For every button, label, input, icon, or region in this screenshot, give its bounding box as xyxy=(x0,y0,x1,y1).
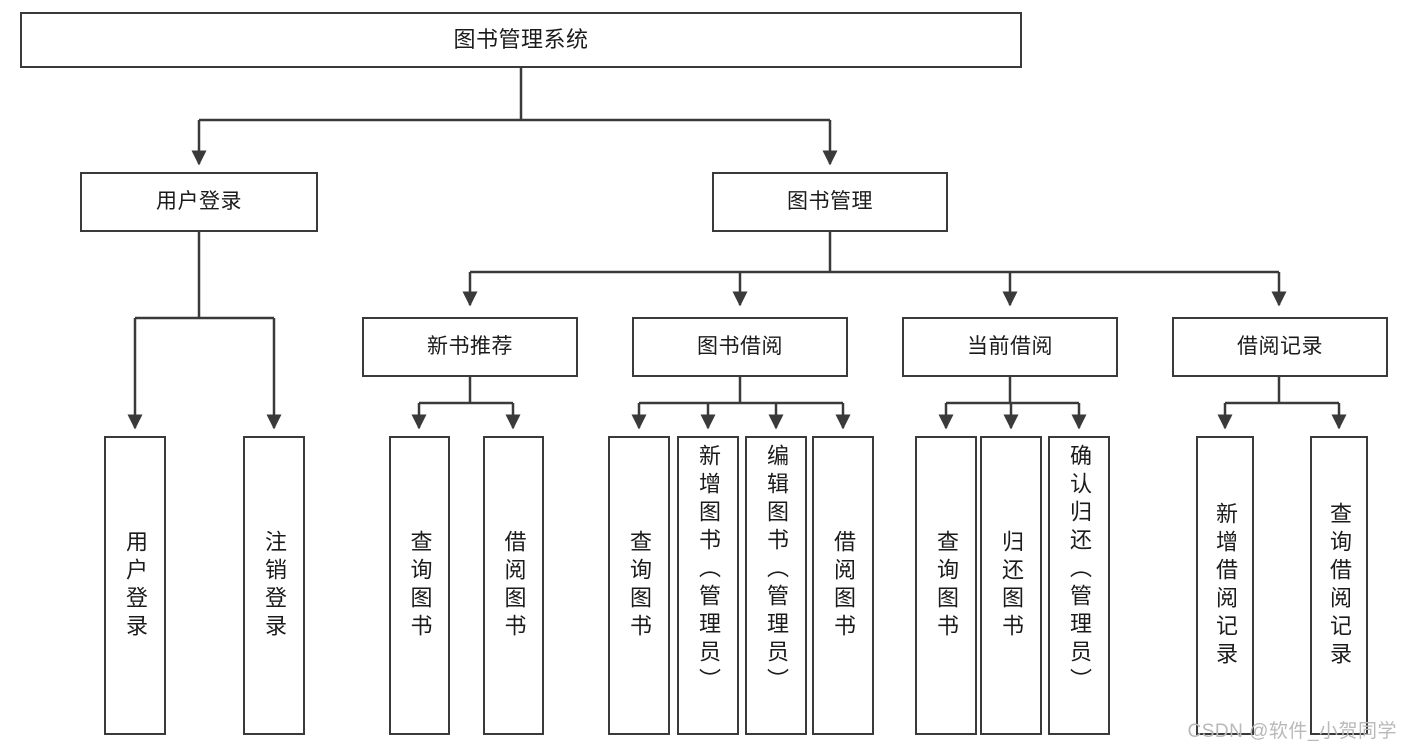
node-label: 图书借阅 xyxy=(697,334,783,358)
node-label: 用户登录 xyxy=(123,529,148,642)
node-leaf-return-book[interactable]: 归还图书 xyxy=(980,436,1042,735)
node-leaf-edit-book[interactable]: 编辑图书（管理员） xyxy=(745,436,807,735)
node-leaf-query-book-2[interactable]: 查询图书 xyxy=(608,436,670,735)
node-leaf-logout-login[interactable]: 注销登录 xyxy=(243,436,305,735)
node-leaf-confirm-return[interactable]: 确认归还（管理员） xyxy=(1048,436,1110,735)
node-label: 当前借阅 xyxy=(967,334,1053,358)
node-leaf-borrow-book-1[interactable]: 借阅图书 xyxy=(483,436,544,735)
node-label: 查询借阅记录 xyxy=(1327,501,1352,670)
node-book-management-system[interactable]: 图书管理系统 xyxy=(20,12,1022,68)
node-label: 借阅记录 xyxy=(1237,334,1323,358)
node-leaf-add-book[interactable]: 新增图书（管理员） xyxy=(677,436,739,735)
node-label: 查询图书 xyxy=(934,529,959,642)
node-label: 新增图书（管理员） xyxy=(696,444,721,696)
node-leaf-borrow-book-2[interactable]: 借阅图书 xyxy=(812,436,874,735)
node-label: 借阅图书 xyxy=(831,529,856,642)
node-label: 编辑图书（管理员） xyxy=(764,444,789,696)
node-label: 查询图书 xyxy=(407,529,433,642)
node-leaf-user-login[interactable]: 用户登录 xyxy=(104,436,166,735)
node-label: 注销登录 xyxy=(262,529,287,642)
node-user-login[interactable]: 用户登录 xyxy=(80,172,318,232)
node-label: 确认归还（管理员） xyxy=(1067,444,1092,696)
node-leaf-query-book-3[interactable]: 查询图书 xyxy=(915,436,977,735)
csdn-watermark: CSDN @软件_小贺同学 xyxy=(1187,721,1397,742)
node-book-borrow[interactable]: 图书借阅 xyxy=(632,317,848,377)
node-label: 新书推荐 xyxy=(427,334,513,358)
node-label: 查询图书 xyxy=(627,529,652,642)
node-borrow-record[interactable]: 借阅记录 xyxy=(1172,317,1388,377)
node-leaf-query-borrow-record[interactable]: 查询借阅记录 xyxy=(1310,436,1368,735)
node-leaf-query-book-1[interactable]: 查询图书 xyxy=(389,436,450,735)
node-current-borrow[interactable]: 当前借阅 xyxy=(902,317,1118,377)
node-label: 图书管理系统 xyxy=(453,27,589,53)
node-label: 用户登录 xyxy=(156,189,242,213)
node-label: 图书管理 xyxy=(787,189,873,213)
node-label: 借阅图书 xyxy=(501,529,527,642)
node-new-book-recommend[interactable]: 新书推荐 xyxy=(362,317,578,377)
node-book-management[interactable]: 图书管理 xyxy=(712,172,948,232)
node-label: 归还图书 xyxy=(999,529,1024,642)
node-label: 新增借阅记录 xyxy=(1213,501,1238,670)
node-leaf-add-borrow-record[interactable]: 新增借阅记录 xyxy=(1196,436,1254,735)
